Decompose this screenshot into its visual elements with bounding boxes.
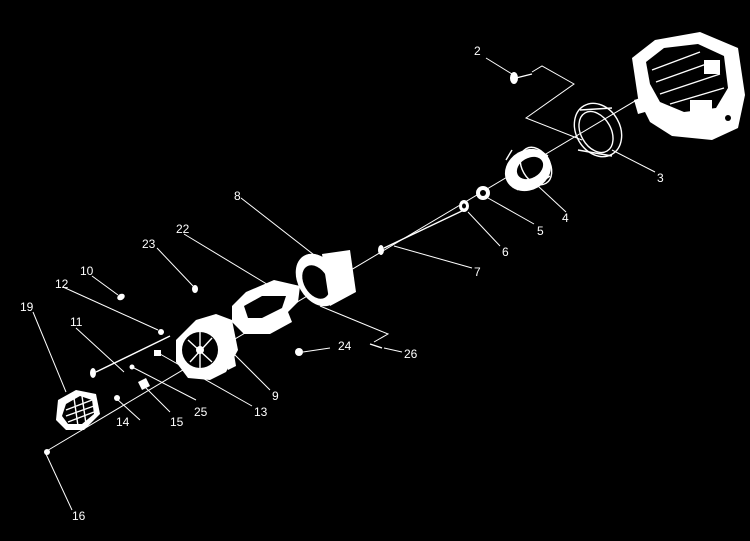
callout-12: 12 xyxy=(55,277,69,291)
part-screw-12 xyxy=(158,329,164,335)
part-shield-22 xyxy=(232,280,300,334)
part-grille-19 xyxy=(56,390,100,430)
part-pin-26 xyxy=(369,343,383,349)
callout-13: 13 xyxy=(254,405,268,419)
callout-19: 19 xyxy=(20,300,34,314)
callout-4: 4 xyxy=(562,211,569,225)
part-screw-2 xyxy=(510,65,583,141)
callout-2: 2 xyxy=(474,44,481,58)
callout-14: 14 xyxy=(116,415,130,429)
part-screw-14 xyxy=(114,395,120,401)
part-nut-24 xyxy=(295,348,303,356)
callout-5: 5 xyxy=(537,224,544,238)
part-housing-9 xyxy=(176,314,238,380)
callout-8: 8 xyxy=(234,189,241,203)
callout-16: 16 xyxy=(72,509,86,523)
callout-25: 25 xyxy=(194,405,208,419)
part-bearing-5 xyxy=(476,186,490,200)
callout-26: 26 xyxy=(404,347,418,361)
part-bolt-7 xyxy=(378,209,465,255)
callout-23: 23 xyxy=(142,237,156,251)
callout-6: 6 xyxy=(502,245,509,259)
callout-10: 10 xyxy=(80,264,94,278)
callout-22: 22 xyxy=(176,222,190,236)
leader-lines xyxy=(32,57,656,511)
callout-3: 3 xyxy=(657,171,664,185)
part-screw-16 xyxy=(44,449,50,455)
part-small-13 xyxy=(154,350,161,356)
part-rotor-4 xyxy=(504,146,553,192)
callout-7: 7 xyxy=(474,265,481,279)
callout-24: 24 xyxy=(338,339,352,353)
part-bracket-15 xyxy=(138,378,150,390)
part-stator-8 xyxy=(295,250,390,343)
part-pin-10 xyxy=(117,293,125,301)
part-bolt-11 xyxy=(90,335,171,378)
part-nut-23 xyxy=(192,285,198,293)
callout-labels: 2 3 4 5 6 7 8 9 10 11 12 13 14 15 16 19 … xyxy=(20,44,664,523)
callout-9: 9 xyxy=(272,389,279,403)
part-washer-6 xyxy=(459,200,469,212)
part-ring-3 xyxy=(573,102,623,158)
engine xyxy=(632,32,745,140)
callout-11: 11 xyxy=(70,315,83,329)
part-small-25 xyxy=(129,364,135,370)
callout-15: 15 xyxy=(170,415,184,429)
